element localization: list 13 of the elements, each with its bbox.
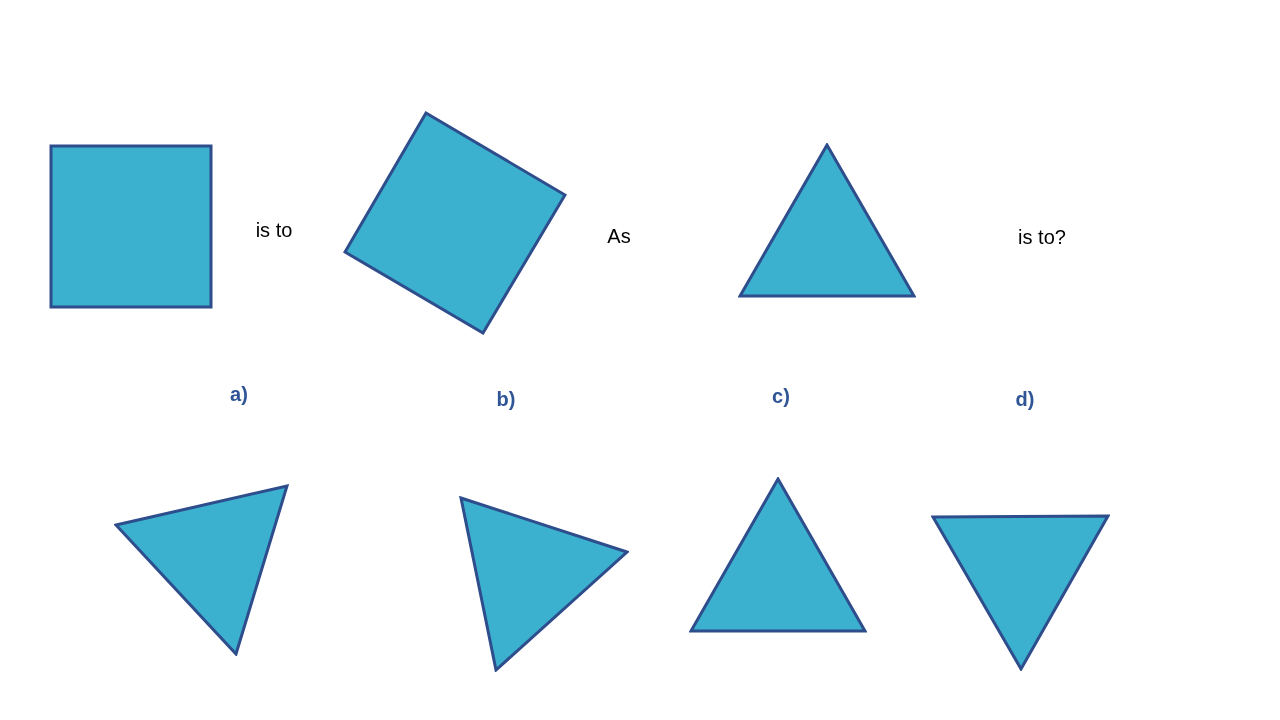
triangle-shape: [689, 477, 867, 633]
triangle-shape: [459, 496, 629, 672]
triangle-shape: [738, 143, 916, 298]
option-label: d): [1015, 389, 1035, 409]
square-shape: [49, 144, 213, 309]
analogy-text: As: [607, 226, 631, 246]
option-label: c): [772, 386, 790, 406]
option-label: a): [230, 384, 248, 404]
option-label: b): [496, 389, 516, 409]
triangle-shape: [114, 484, 289, 656]
analogy-text: is to?: [1018, 227, 1066, 247]
analogy-text: is to: [255, 220, 293, 240]
triangle-shape: [931, 514, 1110, 671]
